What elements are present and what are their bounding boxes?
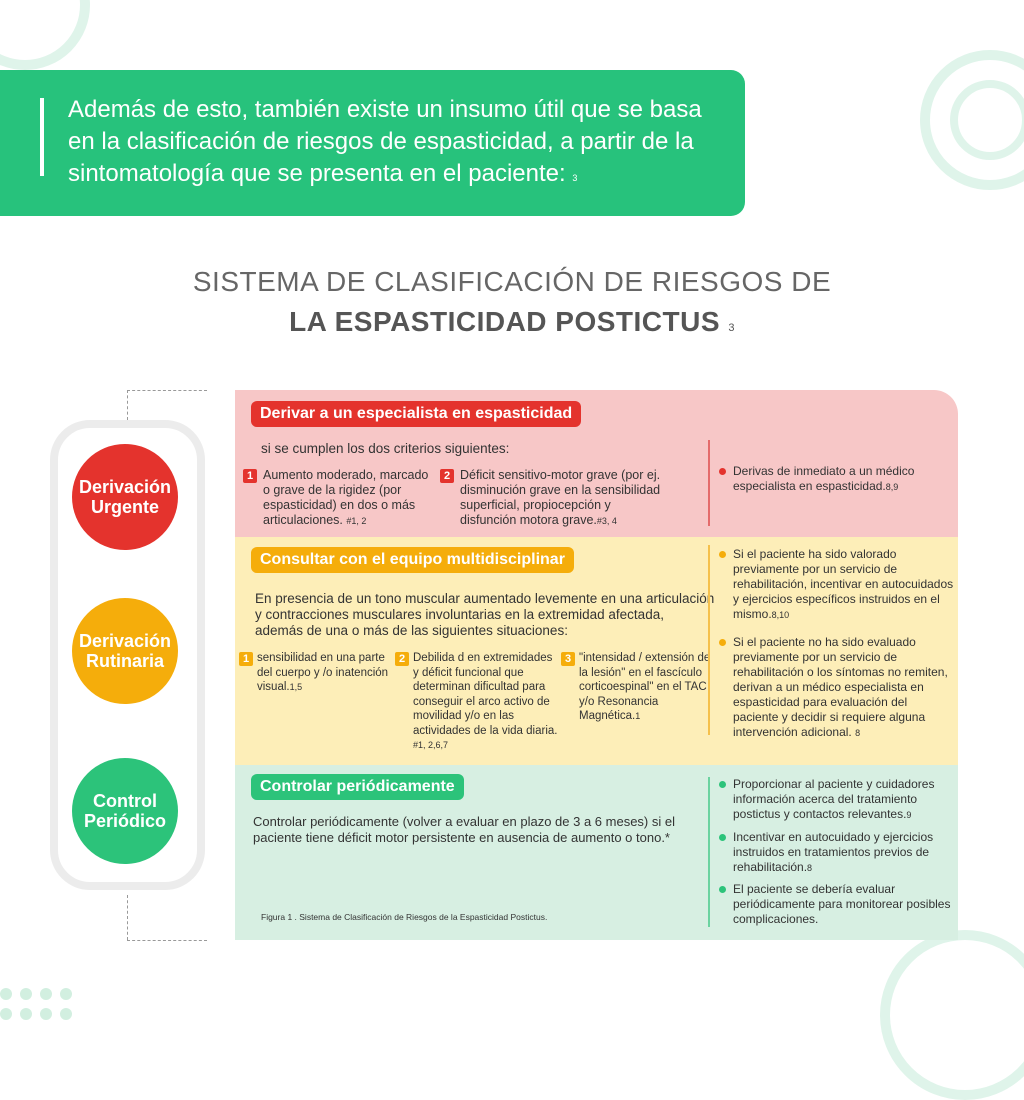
- routine-action-1: Si el paciente ha sido valorado previame…: [719, 547, 955, 623]
- periodic-heading: Controlar periódicamente: [251, 774, 464, 800]
- urgent-action: Derivas de inmediato a un médico especia…: [719, 464, 929, 495]
- decor-ring: [920, 50, 1024, 190]
- divider: [708, 545, 710, 735]
- banner-accent-bar: [40, 98, 44, 176]
- periodic-section: Controlar periódicamente Controlar perió…: [235, 765, 958, 940]
- decor-ring: [880, 930, 1024, 1100]
- dashed-connector: [127, 390, 207, 391]
- classification-panel: Derivar a un especialista en espasticida…: [235, 390, 958, 940]
- dashed-connector: [127, 390, 128, 420]
- divider: [708, 777, 710, 927]
- intro-banner: Además de esto, también existe un insumo…: [0, 70, 745, 216]
- level-urgent: Derivación Urgente: [72, 444, 178, 550]
- routine-action-2: Si el paciente no ha sido evaluado previ…: [719, 635, 955, 741]
- decor-ring: [0, 0, 90, 70]
- routine-section: Consultar con el equipo multidisciplinar…: [235, 537, 958, 765]
- urgent-intro: si se cumplen los dos criterios siguient…: [261, 441, 510, 456]
- decor-dots: [0, 988, 72, 1020]
- urgent-section: Derivar a un especialista en espasticida…: [235, 390, 958, 537]
- intro-text: Además de esto, también existe un insumo…: [68, 96, 702, 187]
- level-periodic: Control Periódico: [72, 758, 178, 864]
- dashed-connector: [127, 940, 207, 941]
- dashed-connector: [127, 895, 128, 940]
- periodic-action-3: El paciente se debería evaluar periódica…: [719, 882, 955, 927]
- periodic-intro: Controlar periódicamente (volver a evalu…: [253, 814, 675, 845]
- page-title-line1: SISTEMA DE CLASIFICACIÓN DE RIESGOS DE: [192, 266, 832, 297]
- routine-heading: Consultar con el equipo multidisciplinar: [251, 547, 574, 573]
- routine-intro: En presencia de un tono muscular aumenta…: [255, 591, 715, 638]
- routine-criterion-3: 3"intensidad / extensión de la lesión" e…: [561, 651, 711, 724]
- level-routine: Derivación Rutinaria: [72, 598, 178, 704]
- urgent-heading: Derivar a un especialista en espasticida…: [251, 401, 582, 427]
- decor-ring: [950, 80, 1024, 160]
- divider: [708, 440, 710, 526]
- periodic-action-1: Proporcionar al paciente y cuidadores in…: [719, 777, 955, 823]
- page-title-line2: LA ESPASTICIDAD POSTICTUS 3: [289, 306, 735, 337]
- periodic-action-2: Incentivar en autocuidado y ejercicios i…: [719, 830, 955, 876]
- figure-caption: Figura 1 . Sistema de Clasificación de R…: [261, 912, 548, 922]
